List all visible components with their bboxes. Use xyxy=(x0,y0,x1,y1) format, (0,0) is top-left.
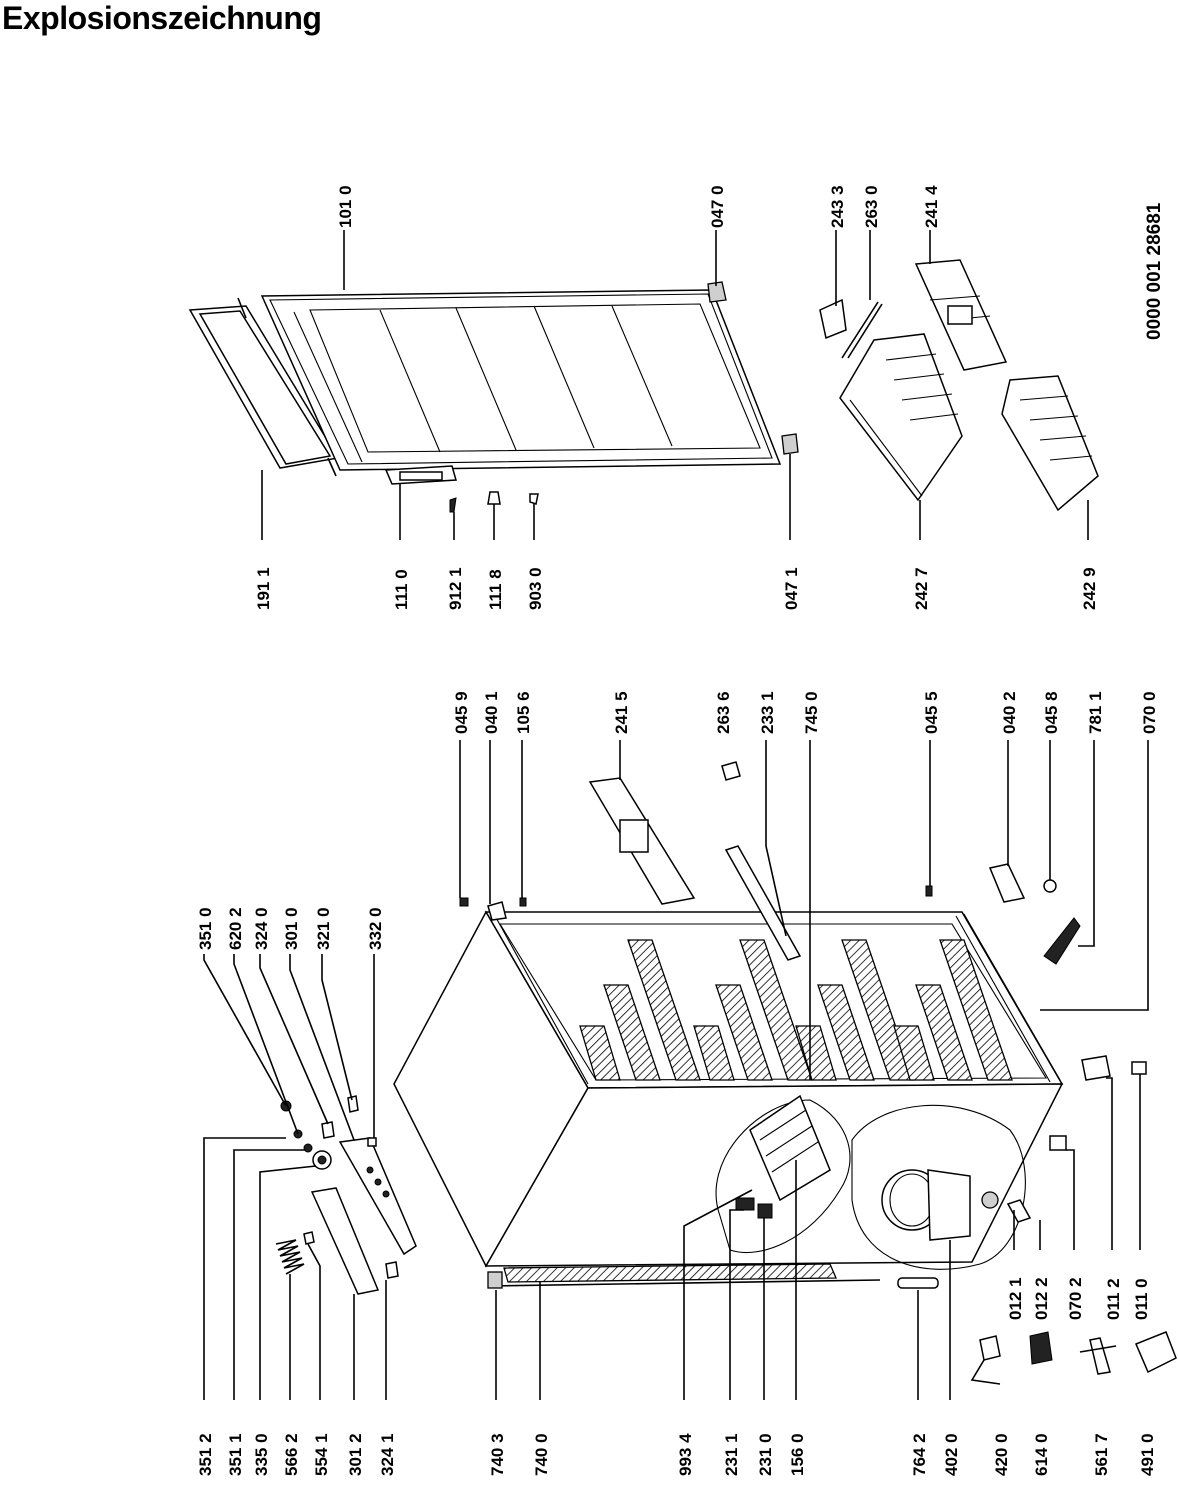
part-4200 xyxy=(979,1335,1001,1361)
label-3010: 301 0 xyxy=(282,907,301,950)
part-6140 xyxy=(1029,1331,1053,1365)
label-9030: 903 0 xyxy=(526,567,545,610)
label-3320: 332 0 xyxy=(366,907,385,950)
control-module xyxy=(749,1094,831,1202)
label-0700: 070 0 xyxy=(1140,691,1159,734)
label-7403: 740 3 xyxy=(488,1433,507,1476)
label-3241: 324 1 xyxy=(378,1433,397,1476)
label-0471: 047 1 xyxy=(782,567,801,610)
label-2427: 242 7 xyxy=(912,567,931,610)
label-1911: 191 1 xyxy=(254,567,273,610)
basket-group xyxy=(819,259,1099,512)
drawing-number: 0000 001 28681 xyxy=(1144,202,1165,340)
label-1056: 105 6 xyxy=(514,691,533,734)
part-4910 xyxy=(1135,1331,1177,1374)
label-3012: 301 2 xyxy=(346,1433,365,1476)
label-0470: 047 0 xyxy=(708,185,727,228)
label-1110: 111 0 xyxy=(392,569,411,610)
label-9121: 912 1 xyxy=(446,567,465,610)
label-3510: 351 0 xyxy=(196,907,215,950)
label-2429: 242 9 xyxy=(1080,567,1099,610)
rod-2331 xyxy=(724,845,802,961)
label-9934: 993 4 xyxy=(676,1433,695,1476)
pipe-7642 xyxy=(897,1277,939,1289)
label-3350: 335 0 xyxy=(252,1433,271,1476)
label-1118: 111 8 xyxy=(486,569,505,610)
label-2414: 241 4 xyxy=(922,185,941,228)
label-0455: 045 5 xyxy=(922,691,941,734)
bracket-2433 xyxy=(819,298,847,340)
label-0401: 040 1 xyxy=(482,691,501,734)
control-panel-parts xyxy=(275,1095,417,1295)
hinge-cover-top xyxy=(707,281,727,303)
base-grille xyxy=(503,1263,837,1283)
loose-parts-right xyxy=(459,761,1177,1385)
label-3240: 324 0 xyxy=(252,907,271,950)
label-0402: 040 2 xyxy=(1000,691,1019,734)
label-0458: 045 8 xyxy=(1042,691,1061,734)
part-5617 xyxy=(1089,1337,1111,1375)
label-4910: 491 0 xyxy=(1138,1433,1157,1476)
label-2331: 233 1 xyxy=(758,691,777,734)
label-2415: 241 5 xyxy=(612,691,631,734)
freezer-shelves xyxy=(579,939,1013,1081)
label-5662: 566 2 xyxy=(282,1433,301,1476)
label-2311: 231 1 xyxy=(722,1433,741,1476)
label-1560: 156 0 xyxy=(788,1433,807,1476)
label-7811: 781 1 xyxy=(1086,691,1105,734)
hinge-0402 xyxy=(988,863,1026,903)
label-0112: 011 2 xyxy=(1104,1278,1123,1320)
leader-lines xyxy=(203,230,1149,1400)
hinge-7811 xyxy=(1043,917,1081,965)
label-5541: 554 1 xyxy=(312,1433,331,1476)
label-4200: 420 0 xyxy=(992,1433,1011,1476)
label-7400: 740 0 xyxy=(532,1433,551,1476)
drawer-2427 xyxy=(839,333,963,502)
control-unit-bubble xyxy=(715,1099,851,1254)
label-3210: 321 0 xyxy=(314,907,333,950)
cap-1118 xyxy=(487,491,501,505)
page-title: Explosionszeichnung xyxy=(2,0,322,36)
label-6140: 614 0 xyxy=(1032,1433,1051,1476)
door-assembly xyxy=(188,281,799,513)
label-6202: 620 2 xyxy=(226,907,245,950)
spring-5662 xyxy=(275,1239,305,1275)
label-0110: 011 0 xyxy=(1132,1278,1151,1320)
control-panel-3012 xyxy=(310,1187,380,1295)
hinge-cover-bottom xyxy=(781,433,799,455)
label-1010: 101 0 xyxy=(336,185,355,228)
label-7642: 764 2 xyxy=(910,1433,929,1476)
screw-912 xyxy=(449,497,457,513)
label-2310: 231 0 xyxy=(756,1433,775,1476)
label-3511: 351 1 xyxy=(226,1433,245,1476)
control-panel-301 xyxy=(338,1137,417,1256)
door-panel xyxy=(260,289,782,471)
part-number-labels: 101 0 047 0 243 3 263 0 241 4 0000 001 2… xyxy=(196,185,1165,1476)
label-0702: 070 2 xyxy=(1066,1277,1085,1320)
label-2630: 263 0 xyxy=(862,185,881,228)
label-2636: 263 6 xyxy=(714,691,733,734)
label-0459: 045 9 xyxy=(452,691,471,734)
label-0121: 012 1 xyxy=(1006,1277,1025,1320)
label-7450: 745 0 xyxy=(802,691,821,734)
label-5617: 561 7 xyxy=(1092,1433,1111,1476)
label-4020: 402 0 xyxy=(942,1433,961,1476)
clip-9030 xyxy=(529,493,539,505)
cabinet-body xyxy=(393,910,1064,1289)
label-3512: 351 2 xyxy=(196,1433,215,1476)
label-2433: 243 3 xyxy=(828,185,847,228)
label-0122: 012 2 xyxy=(1032,1277,1051,1320)
drawer-2429 xyxy=(1001,375,1099,512)
